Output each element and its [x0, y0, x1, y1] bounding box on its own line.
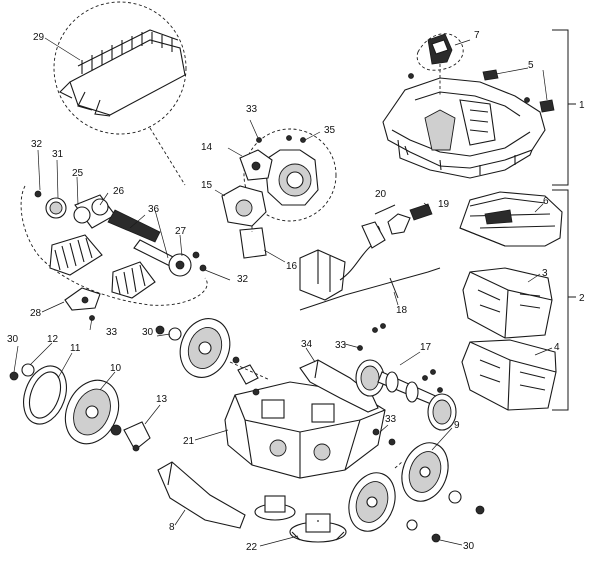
filter-tray-part-4 — [461, 339, 557, 411]
callout-2: 2 — [579, 293, 585, 304]
impeller-part-22 — [254, 495, 347, 543]
callout-34: 34 — [301, 339, 313, 350]
callout-3: 3 — [542, 268, 548, 279]
callout-4: 4 — [554, 342, 560, 353]
callout-28: 28 — [30, 308, 42, 319]
callout-7: 7 — [474, 30, 480, 41]
callout-33a: 33 — [246, 104, 258, 115]
callout-33c: 33 — [335, 340, 347, 351]
callout-27: 27 — [175, 226, 187, 237]
bumper-part-34 — [299, 359, 379, 413]
brush-assembly-left — [20, 185, 208, 321]
callout-17: 17 — [420, 342, 432, 353]
callout-9: 9 — [454, 420, 460, 431]
callout-22: 22 — [246, 542, 258, 553]
callout-20: 20 — [375, 189, 387, 200]
filter-basket-part-3 — [462, 267, 553, 339]
upper-left-wheel — [155, 318, 271, 381]
callout-30a: 30 — [7, 334, 19, 345]
right-wheel-set-part-9 — [348, 442, 485, 543]
cable-swivel-assembly — [299, 203, 441, 311]
callout-15: 15 — [201, 180, 213, 191]
callout-26: 26 — [113, 186, 125, 197]
callout-31: 31 — [52, 149, 64, 160]
callout-12: 12 — [47, 334, 59, 345]
front-bumper-part-8 — [157, 461, 246, 529]
clips-part-5 — [408, 69, 555, 113]
callout-21: 21 — [183, 436, 195, 447]
callout-numbers: 1 2 3 4 5 6 7 8 9 10 11 12 13 14 15 16 1… — [7, 30, 585, 553]
filter-cover-part-6 — [459, 191, 563, 247]
callout-25: 25 — [72, 168, 84, 179]
callout-19: 19 — [438, 199, 450, 210]
callout-8: 8 — [169, 522, 175, 533]
callout-18: 18 — [396, 305, 408, 316]
callout-16: 16 — [286, 261, 298, 272]
chassis-part-21 — [224, 356, 386, 479]
callout-11: 11 — [70, 343, 81, 354]
top-cover-assembly — [382, 77, 546, 179]
callout-5: 5 — [528, 60, 534, 71]
callout-33b: 33 — [106, 327, 118, 338]
drive-motor-assembly — [221, 128, 337, 259]
callout-32b: 32 — [237, 274, 249, 285]
left-wheel-set — [9, 363, 151, 452]
handle-part-7 — [416, 33, 464, 95]
callout-33d: 33 — [385, 414, 397, 425]
callout-14: 14 — [201, 142, 213, 153]
callout-1: 1 — [579, 100, 585, 111]
callout-13: 13 — [156, 394, 168, 405]
callout-29: 29 — [33, 32, 45, 43]
axle-gear-set-part-17 — [355, 323, 457, 446]
callout-6: 6 — [543, 196, 549, 207]
callout-30c: 30 — [463, 541, 475, 552]
group-brackets — [552, 29, 576, 411]
pump-motor-detail-part-29 — [53, 1, 187, 186]
callout-35: 35 — [324, 125, 336, 136]
callout-32a: 32 — [31, 139, 43, 150]
callout-leaders — [13, 37, 553, 547]
callout-30b: 30 — [142, 327, 154, 338]
callout-10: 10 — [110, 363, 122, 374]
callout-36: 36 — [148, 204, 160, 215]
